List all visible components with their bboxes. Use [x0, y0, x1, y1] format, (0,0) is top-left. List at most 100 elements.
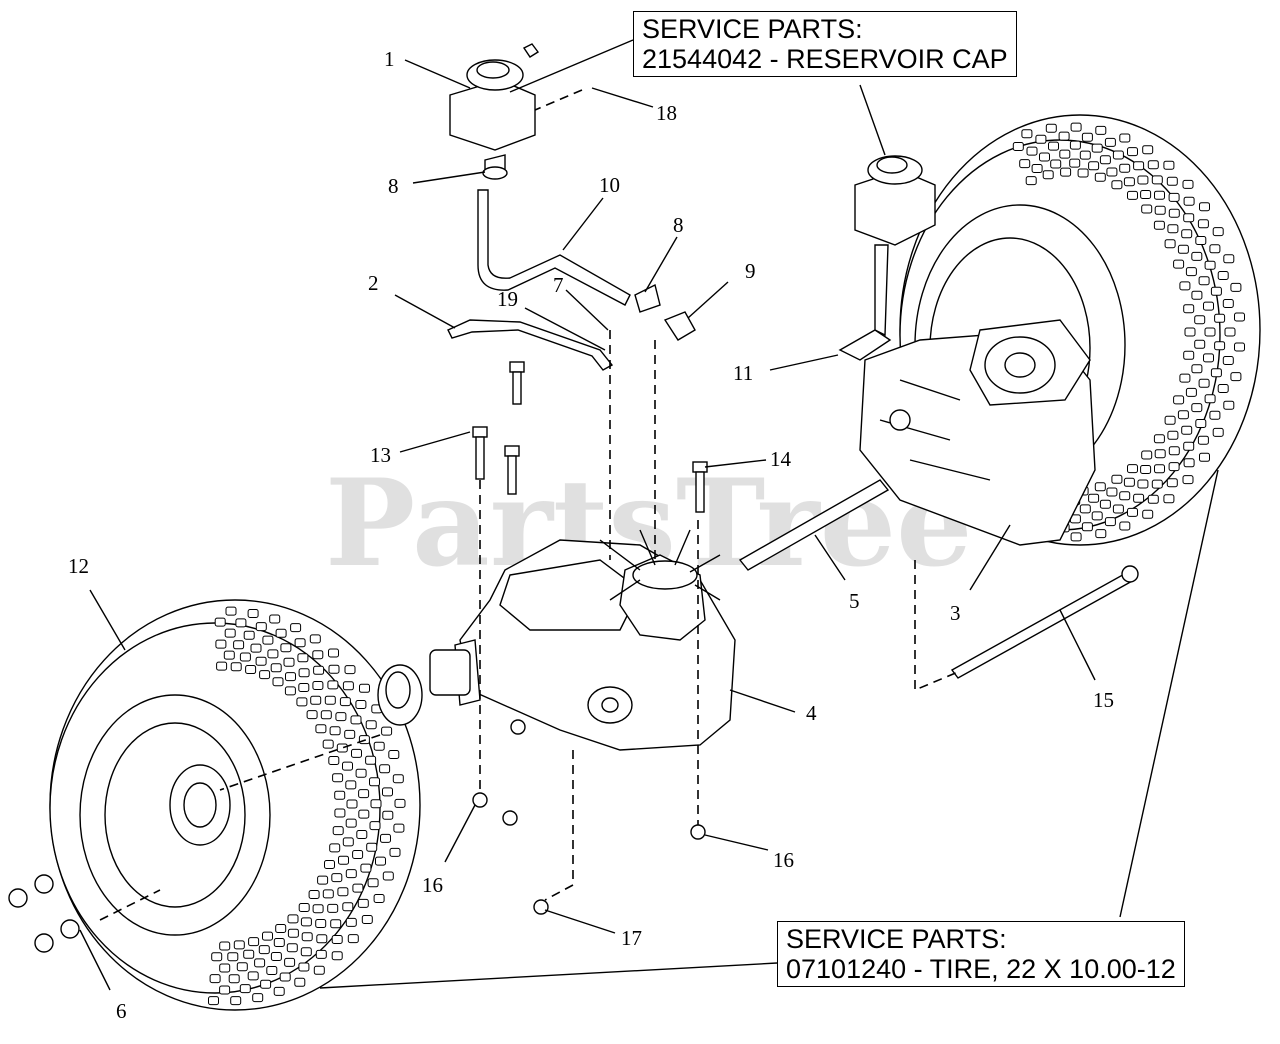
tread-block — [1168, 192, 1180, 202]
callout-1: 1 — [384, 47, 395, 71]
service-box-part: 07101240 - TIRE, 22 X 10.00-12 — [786, 954, 1176, 984]
tread-block — [1179, 281, 1191, 291]
tread-block — [298, 668, 310, 678]
tread-block — [310, 695, 322, 705]
tread-block — [1223, 254, 1235, 264]
tread-block — [284, 686, 296, 696]
tread-block — [1184, 327, 1196, 337]
tread-block — [298, 683, 310, 692]
tread-block — [1163, 160, 1175, 170]
tread-block — [1224, 327, 1236, 337]
tread-block — [1198, 378, 1210, 388]
tread-block — [225, 606, 237, 616]
callout-14: 14 — [770, 447, 792, 471]
tread-block — [1154, 190, 1165, 200]
tread-block — [389, 847, 401, 857]
tread-block — [328, 756, 340, 765]
tread-block — [336, 743, 348, 753]
tread-block — [296, 697, 308, 707]
tread-block — [1111, 474, 1123, 484]
tread-block — [1081, 132, 1093, 142]
tread-block — [1191, 290, 1203, 300]
tread-block — [298, 962, 310, 972]
tread-block — [393, 823, 405, 833]
tread-block — [308, 890, 320, 899]
tread-block — [380, 833, 391, 843]
callout-13: 13 — [370, 443, 391, 467]
tread-block — [1194, 339, 1206, 349]
control-rod — [447, 319, 614, 371]
tread-block — [219, 941, 231, 951]
tread-block — [352, 883, 364, 893]
tread-block — [273, 938, 285, 947]
service-box-reservoir-cap: SERVICE PARTS: 21544042 - RESERVOIR CAP — [633, 11, 1017, 77]
tread-block — [1198, 276, 1210, 286]
left-transmission — [377, 529, 736, 751]
tread-block — [394, 798, 406, 808]
axle-shaft — [738, 479, 890, 571]
tread-block — [334, 790, 346, 800]
tread-block — [1183, 441, 1195, 451]
tread-block — [365, 720, 377, 730]
tread-block — [1166, 478, 1178, 488]
tread-block — [245, 665, 257, 674]
tread-block — [287, 914, 299, 924]
tread-block — [392, 774, 404, 784]
tread-block — [352, 850, 364, 859]
tread-block — [370, 799, 382, 809]
tread-block — [1147, 160, 1159, 170]
tread-block — [331, 951, 343, 961]
callout-15: 15 — [1093, 688, 1114, 712]
tread-block — [290, 623, 302, 633]
tread-block — [331, 935, 343, 944]
tread-block — [355, 768, 367, 778]
tread-block — [300, 947, 312, 957]
tread-block — [1173, 259, 1185, 269]
tread-block — [1048, 141, 1059, 151]
tread-block — [1183, 196, 1195, 206]
tread-block — [1151, 175, 1163, 185]
tread-block — [259, 670, 271, 680]
tread-block — [1191, 251, 1203, 261]
callout-11: 11 — [733, 361, 753, 385]
tread-block — [1119, 491, 1131, 501]
tread-block — [1204, 327, 1216, 337]
tread-block — [324, 695, 336, 705]
tread-block — [1140, 190, 1152, 199]
tread-block — [1222, 299, 1234, 308]
tread-block — [1142, 509, 1154, 519]
tread-block — [346, 799, 358, 809]
tread-block — [1079, 150, 1091, 160]
tread-block — [369, 821, 381, 831]
callout-16b: 16 — [773, 848, 794, 872]
tread-block — [1045, 123, 1057, 133]
tread-block — [233, 940, 245, 950]
tread-block — [1177, 410, 1189, 420]
tread-block — [1088, 161, 1100, 171]
tread-block — [337, 887, 349, 897]
tread-block — [301, 932, 313, 942]
tread-block — [1177, 244, 1189, 254]
tread-block — [1095, 125, 1107, 135]
callout-2: 2 — [368, 271, 379, 295]
tread-block — [312, 904, 324, 914]
tread-block — [1210, 286, 1222, 296]
callout-3: 3 — [950, 601, 961, 625]
tread-block — [342, 761, 353, 771]
tread-block — [1094, 172, 1106, 182]
tread-block — [1133, 161, 1145, 171]
tread-block — [1217, 384, 1229, 393]
tread-block — [335, 712, 347, 722]
tread-block — [1203, 301, 1214, 311]
tread-block — [373, 741, 385, 751]
tread-block — [350, 715, 362, 725]
tread-block — [239, 984, 251, 994]
tread-block — [283, 657, 295, 667]
tread-block — [1234, 312, 1245, 322]
tread-block — [1194, 315, 1206, 325]
tread-block — [1153, 434, 1165, 444]
tread-block — [255, 656, 267, 666]
tread-block — [215, 639, 227, 649]
service-box-title: SERVICE PARTS: — [786, 924, 1007, 954]
tread-block — [312, 650, 324, 660]
